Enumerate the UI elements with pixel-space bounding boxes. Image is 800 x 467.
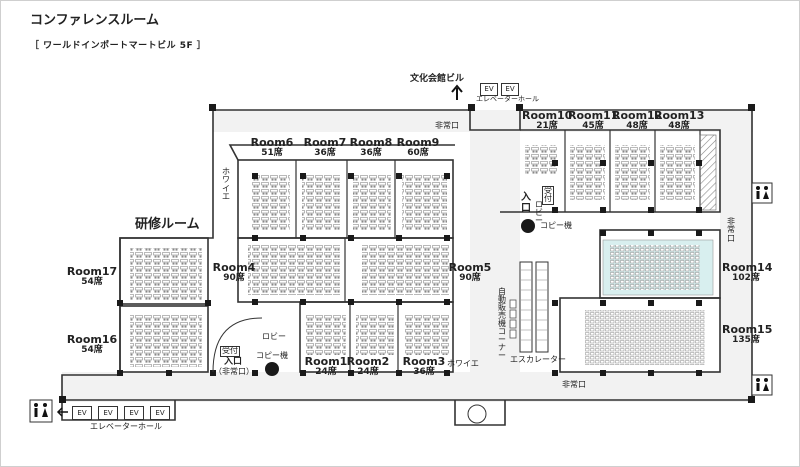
room12-name: Room12 — [612, 109, 663, 122]
arrow-left-icon — [56, 407, 68, 417]
room8-name: Room8 — [349, 136, 393, 149]
vending-corner-label: 自動販売機コーナー — [498, 287, 506, 360]
room17-seats: 54席 — [81, 277, 103, 288]
page-title: コンファレンスルーム — [30, 13, 159, 28]
room6-name: Room6 — [250, 136, 294, 149]
arrow-up-icon — [451, 84, 463, 100]
reception-desk-left: 受付 — [220, 346, 240, 357]
room13-seats: 48席 — [668, 121, 690, 132]
room15-seats: 135席 — [732, 335, 760, 346]
building-walls — [61, 109, 753, 426]
room13-name: Room13 — [654, 109, 705, 122]
foyer-label-left: ホワイエ — [222, 167, 230, 202]
copy-machine-label: コピー機 — [256, 351, 288, 360]
elevator-box-bottom-4: EV — [150, 406, 170, 420]
room16-name: Room16 — [66, 333, 118, 346]
furniture — [130, 145, 705, 367]
room16-seats: 54席 — [81, 345, 103, 356]
room10-name: Room10 — [522, 109, 573, 122]
lobby-label: ロビー — [262, 332, 286, 341]
smoking-room-icon — [467, 404, 487, 424]
entrance-label-left: 入口 — [224, 357, 243, 367]
room4-seats: 90席 — [223, 273, 245, 284]
room4-name: Room4 — [212, 261, 256, 274]
room6-seats: 51席 — [261, 148, 283, 159]
elevator-hall-label-top: エレベーターホール — [476, 95, 539, 103]
room11-seats: 45席 — [582, 121, 604, 132]
room5-seats: 90席 — [459, 273, 481, 284]
room1-seats: 24席 — [315, 367, 337, 378]
room9-name: Room9 — [396, 136, 440, 149]
elevator-box-bottom-2: EV — [98, 406, 118, 420]
room14-seats: 102席 — [732, 273, 760, 284]
room15-name: Room15 — [722, 323, 773, 336]
foyer-label-bottom: ホワイエ — [447, 359, 479, 368]
copy-machine-label-2: コピー機 — [540, 221, 572, 230]
hatched-area — [699, 134, 717, 211]
restroom-icon-right-bottom — [751, 374, 773, 396]
room5-name: Room5 — [448, 261, 492, 274]
escalator-label: エスカレーター — [510, 355, 566, 364]
room10-seats: 21席 — [536, 121, 558, 132]
pillars — [59, 104, 755, 403]
elevator-box-bottom-1: EV — [72, 406, 92, 420]
corridor-areas — [62, 110, 753, 402]
emergency-exit-top: 非常口 — [435, 121, 459, 130]
room7-seats: 36席 — [314, 148, 336, 159]
elevator-box-top-1: EV — [480, 83, 498, 96]
room8-seats: 36席 — [360, 148, 382, 159]
room3-name: Room3 — [402, 355, 446, 368]
restroom-icon-left — [29, 399, 53, 423]
training-room-heading: 研修ルーム — [135, 217, 200, 232]
building-subtitle: ［ ワールドインポートマートビル 5F ］ — [30, 41, 207, 51]
copy-machine-icon — [265, 362, 279, 376]
room9-seats: 60席 — [407, 148, 429, 159]
room12-seats: 48席 — [626, 121, 648, 132]
bunka-building-label: 文化会館ビル — [410, 74, 465, 84]
room1-name: Room1 — [304, 355, 348, 368]
emergency-exit-bottom: 非常口 — [562, 380, 586, 389]
lobby-label-right: ロビー — [535, 200, 543, 225]
reception-desk-right: 受付 — [542, 186, 554, 205]
room3-seats: 36席 — [413, 367, 435, 378]
emergency-exit-right: 非常口 — [727, 217, 735, 243]
vending-machines — [509, 299, 517, 339]
room17-name: Room17 — [66, 265, 118, 278]
restroom-icon-right — [751, 182, 773, 204]
room7-name: Room7 — [303, 136, 347, 149]
room2-seats: 24席 — [357, 367, 379, 378]
room14-name: Room14 — [722, 261, 773, 274]
entrance-emergency-label: （非常口） — [214, 367, 254, 376]
escalators — [519, 261, 549, 353]
copy-machine-icon-2 — [521, 219, 535, 233]
room2-name: Room2 — [346, 355, 390, 368]
room11-name: Room11 — [568, 109, 619, 122]
elevator-box-top-2: EV — [501, 83, 519, 96]
elevator-hall-label-bottom: エレベーターホール — [90, 422, 162, 431]
lobby-curve — [212, 317, 263, 373]
elevator-box-bottom-3: EV — [124, 406, 144, 420]
entrance-label-right: 入口 — [521, 192, 531, 214]
